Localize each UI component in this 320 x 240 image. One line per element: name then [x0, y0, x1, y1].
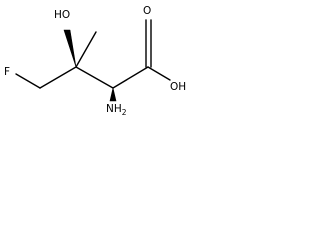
amino-main: NH [106, 103, 122, 115]
bond-f-ch2 [15, 73, 41, 89]
bond-c3-methyl [75, 31, 97, 68]
bond-c2-c1 [112, 66, 149, 89]
fluorine-label: F [4, 66, 10, 78]
structural-formula: HO F O OH NH2 [4, 5, 186, 117]
bond-c3-c2 [75, 66, 114, 89]
wedge-bond-c3-hydroxyl [63, 29, 77, 68]
bond-c1-oh [147, 66, 171, 81]
carbonyl-oxygen-label: O [143, 5, 151, 17]
amino-subscript: 2 [122, 108, 127, 117]
acid-hydroxyl-label: OH [170, 81, 186, 93]
bond-ch2-c3 [39, 66, 77, 89]
amino-label: NH2 [106, 103, 127, 117]
wedge-bond-c2-amino [109, 87, 117, 102]
hydroxyl-label: HO [54, 9, 70, 21]
